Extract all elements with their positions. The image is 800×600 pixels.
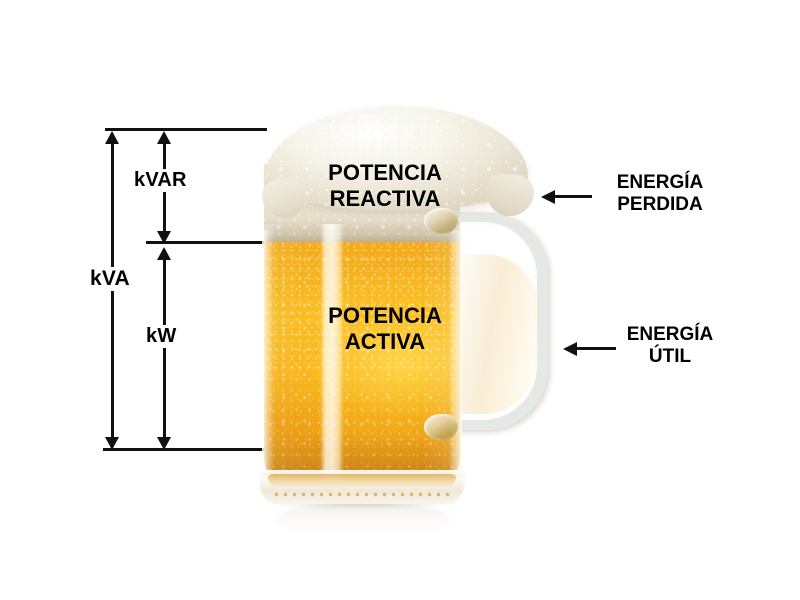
useful-energy-label-line1: ENERGÍA bbox=[626, 324, 714, 345]
foam-section-label-line2: REACTIVA bbox=[329, 186, 441, 212]
lost-energy-arrow-shaft bbox=[554, 195, 592, 198]
mug-handle-amber-tint bbox=[454, 254, 538, 414]
lost-energy-arrow-left-icon bbox=[541, 190, 555, 204]
handle-joint-top bbox=[424, 208, 458, 234]
foam-section-label-line1: POTENCIA bbox=[328, 160, 442, 185]
base-amber-band bbox=[268, 474, 456, 487]
mug-reflection bbox=[274, 502, 452, 538]
useful-energy-label-line2: ÚTIL bbox=[648, 346, 692, 368]
foam-head-dome bbox=[266, 106, 528, 210]
reference-line-top bbox=[105, 128, 267, 131]
useful-energy-arrow-left-icon bbox=[563, 342, 577, 356]
foam-section-label: POTENCIA REACTIVA bbox=[283, 160, 487, 213]
kw-label: kW bbox=[142, 325, 181, 348]
glass-edge-left bbox=[262, 230, 273, 484]
foam-base-shadow bbox=[264, 220, 460, 242]
liquid-section-label-line2: ACTIVA bbox=[344, 329, 426, 355]
kw-arrowhead-bottom bbox=[157, 437, 171, 450]
base-contact-shadow bbox=[272, 500, 452, 509]
lost-energy-label-line2: PERDIDA bbox=[617, 194, 703, 216]
kva-arrowhead-bottom bbox=[105, 437, 119, 450]
kw-arrowhead-top bbox=[157, 247, 171, 260]
kva-arrowhead-top bbox=[105, 131, 119, 144]
glass-specular-stripe bbox=[320, 224, 344, 490]
useful-energy-label: ENERGÍA ÚTIL bbox=[608, 324, 732, 369]
foam-dome-texture bbox=[266, 106, 528, 210]
useful-energy-arrow-shaft bbox=[576, 347, 616, 350]
foam-overhang-left bbox=[262, 178, 306, 218]
base-bubble-ring bbox=[272, 490, 452, 499]
lost-energy-label: ENERGÍA PERDIDA bbox=[598, 172, 722, 217]
reference-line-middle bbox=[146, 241, 286, 244]
foam-overhang-right bbox=[486, 174, 534, 216]
liquid-section-label-line1: POTENCIA bbox=[328, 303, 442, 328]
mug-handle-inner-edge bbox=[442, 222, 537, 420]
lost-energy-label-line1: ENERGÍA bbox=[616, 172, 704, 193]
handle-joint-bottom bbox=[424, 414, 458, 440]
kva-label: kVA bbox=[86, 267, 134, 292]
kvar-arrowhead-top bbox=[157, 131, 171, 144]
reference-line-bottom bbox=[103, 448, 268, 451]
kvar-label: kVAR bbox=[130, 169, 191, 192]
glass-edge-right bbox=[448, 230, 462, 484]
kvar-arrowhead-bottom bbox=[157, 231, 171, 244]
beer-bubbles-upper bbox=[264, 237, 460, 371]
liquid-section-label: POTENCIA ACTIVA bbox=[283, 303, 487, 356]
beer-liquid bbox=[264, 237, 460, 480]
